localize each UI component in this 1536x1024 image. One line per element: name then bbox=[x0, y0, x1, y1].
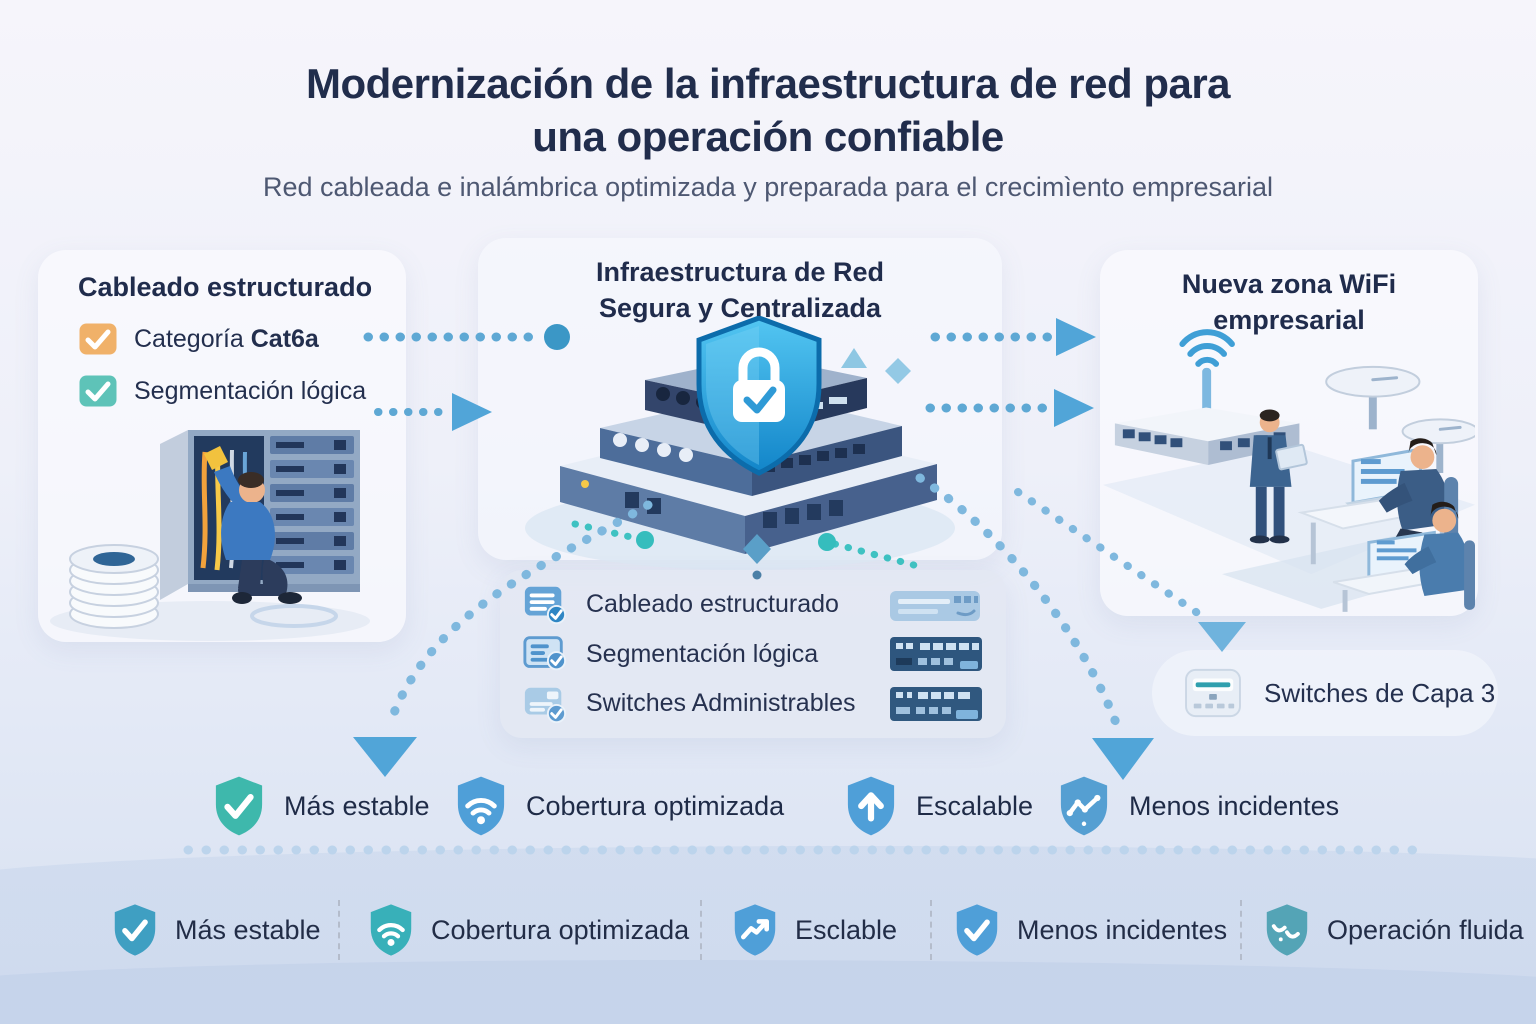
wifi-zone-heading: Nueva zona WiFi empresarial bbox=[1100, 250, 1478, 339]
feature-label: Segmentación lógica bbox=[586, 639, 819, 668]
document-check-icon bbox=[524, 586, 567, 624]
shield-check-icon bbox=[114, 904, 156, 956]
layer3-switches-panel: Switches de Capa 3 bbox=[1152, 650, 1498, 736]
feature-label: Switches Administrables bbox=[586, 689, 856, 717]
checklist-item-segmentation: Segmentación lógica bbox=[78, 374, 366, 408]
shield-trend-icon bbox=[734, 904, 776, 956]
checklist-label: Segmentación lógica bbox=[134, 377, 366, 406]
checklist-label-bold: Cat6a bbox=[250, 324, 319, 353]
benefit-item-stable: Más estable bbox=[210, 774, 430, 838]
arrow-right-icon bbox=[1056, 318, 1096, 356]
divider bbox=[338, 900, 340, 960]
benefit-label: Cobertura optimizada bbox=[431, 914, 690, 945]
switch-device-icon bbox=[890, 637, 982, 671]
background-wave bbox=[0, 960, 1536, 1024]
shield-check-icon bbox=[956, 904, 998, 956]
checklist-item-cat6a: Categoría Cat6a bbox=[78, 322, 319, 356]
page-title-line1: Modernización de la infraestructura de r… bbox=[305, 60, 1231, 107]
feature-row-segmentation: Segmentación lógica bbox=[522, 633, 984, 675]
feature-list-panel: Cableado estructurado Segmentación lógic… bbox=[500, 570, 1006, 738]
page-title-line2: una operación confiable bbox=[532, 112, 1004, 160]
structured-cabling-heading: Cableado estructurado bbox=[78, 272, 373, 302]
checklist-label: Categoría Cat6a bbox=[134, 325, 319, 354]
benefit-label: Menos incidentes bbox=[1129, 790, 1340, 821]
benefit-item-coverage: Cobertura optimizada bbox=[452, 774, 784, 838]
benefit-item-incidents: Menos incidentes bbox=[1055, 774, 1339, 838]
switch-device-icon bbox=[890, 590, 980, 621]
benefit-label: Esclable bbox=[795, 914, 898, 945]
benefit-label: Escalable bbox=[916, 790, 1034, 821]
divider bbox=[1240, 900, 1242, 960]
arrow-down-icon bbox=[353, 737, 417, 777]
page-subtitle: Red cableada e inalámbrica optimizada y … bbox=[262, 172, 1274, 202]
feature-row-switches: Switches Administrables bbox=[522, 683, 984, 725]
layer3-switches-label: Switches de Capa 3 bbox=[1264, 677, 1496, 708]
benefit-label: Operación fluida bbox=[1327, 914, 1524, 945]
benefit-item-smooth-operation: Operación fluida bbox=[1262, 902, 1524, 958]
secure-network-heading: Infraestructura de Red Segura y Centrali… bbox=[478, 238, 1002, 327]
checkbox-check-icon bbox=[79, 375, 117, 407]
document-check-icon bbox=[523, 636, 567, 671]
shield-chart-icon bbox=[1060, 776, 1108, 836]
wifi-zone-panel: Nueva zona WiFi empresarial bbox=[1100, 250, 1478, 616]
arrow-right-icon bbox=[1054, 389, 1094, 427]
shield-wifi-icon bbox=[457, 776, 505, 836]
benefit-label: Más estable bbox=[175, 914, 321, 945]
feature-label: Cableado estructurado bbox=[586, 590, 839, 618]
divider bbox=[930, 900, 932, 960]
layer3-switch-icon bbox=[1185, 668, 1241, 718]
shield-arrow-up-icon bbox=[847, 776, 895, 836]
benefit-item-stable: Más estable bbox=[110, 902, 321, 958]
benefit-item-incidents: Menos incidentes bbox=[952, 902, 1227, 958]
benefit-label: Menos incidentes bbox=[1017, 914, 1228, 945]
secure-network-panel: Infraestructura de Red Segura y Centrali… bbox=[478, 238, 1002, 560]
checkbox-check-icon bbox=[79, 323, 117, 355]
benefit-label: Más estable bbox=[284, 790, 430, 821]
feature-row-cabling: Cableado estructurado bbox=[522, 584, 984, 626]
benefit-item-coverage: Cobertura optimizada bbox=[366, 902, 689, 958]
wifi-zone-heading-line2: empresarial bbox=[1213, 305, 1365, 336]
structured-cabling-panel: Cableado estructurado Categoría Cat6a Se… bbox=[38, 250, 406, 642]
shield-smile-icon bbox=[1266, 904, 1308, 956]
shield-wifi-icon bbox=[370, 904, 412, 956]
switch-device-icon bbox=[890, 686, 982, 721]
arrow-down-icon bbox=[1198, 622, 1246, 652]
divider bbox=[700, 900, 702, 960]
page-title: Modernización de la infraestructura de r… bbox=[0, 58, 1536, 164]
secure-network-heading-line1: Infraestructura de Red bbox=[595, 257, 885, 287]
secure-network-heading-line2: Segura y Centralizada bbox=[598, 293, 882, 324]
benefit-item-scalable: Escalable bbox=[842, 774, 1033, 838]
benefit-item-scalable: Esclable bbox=[730, 902, 897, 958]
checklist-label-regular: Segmentación lógica bbox=[134, 376, 367, 405]
checklist-label-regular: Categoría bbox=[134, 324, 251, 353]
document-check-icon bbox=[524, 687, 567, 723]
wifi-zone-heading-line1: Nueva zona WiFi bbox=[1181, 269, 1397, 299]
shield-check-icon bbox=[215, 776, 263, 836]
benefit-label: Cobertura optimizada bbox=[526, 790, 785, 821]
